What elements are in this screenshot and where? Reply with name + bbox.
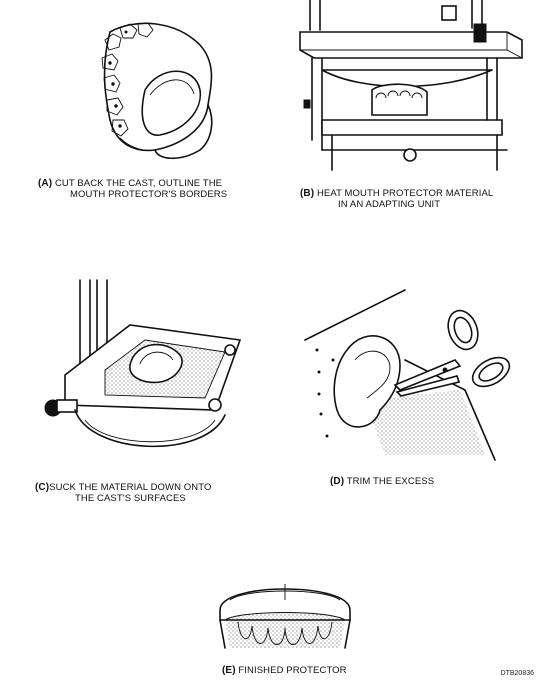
caption-b-line1: HEAT MOUTH PROTECTOR MATERIAL <box>316 188 494 199</box>
caption-a-line1: CUT BACK THE CAST, OUTLINE THE <box>54 178 223 189</box>
caption-a-line2: MOUTH PROTECTOR'S BORDERS <box>70 189 228 200</box>
caption-c-line1: SUCK THE MATERIAL DOWN ONTO <box>49 482 212 493</box>
panel-b: (B) HEAT MOUTH PROTECTOR MATERIAL IN AN … <box>292 0 532 225</box>
caption-d: (D) TRIM THE EXCESS <box>330 476 434 487</box>
vacuum-former-illustration <box>44 279 242 448</box>
panel-e: (E) FINISHED PROTECTOR <box>200 570 370 680</box>
finished-protector-illustration <box>219 584 351 649</box>
trimming-illustration <box>304 289 511 461</box>
caption-d-line1: TRIM THE EXCESS <box>346 476 435 487</box>
caption-a: (A) CUT BACK THE CAST, OUTLINE THE MOUTH… <box>38 178 227 200</box>
caption-d-letter: (D) <box>330 476 345 487</box>
caption-b-line2: IN AN ADAPTING UNIT <box>338 199 441 210</box>
panel-d: (D) TRIM THE EXCESS <box>304 289 530 500</box>
adapting-unit-illustration <box>299 0 523 171</box>
caption-b: (B) HEAT MOUTH PROTECTOR MATERIAL IN AN … <box>300 188 493 210</box>
caption-c-letter: (C) <box>35 482 50 493</box>
caption-c: (C)SUCK THE MATERIAL DOWN ONTO THE CAST'… <box>35 482 211 504</box>
panel-a: (A) CUT BACK THE CAST, OUTLINE THE MOUTH… <box>38 10 270 200</box>
caption-b-letter: (B) <box>300 188 315 199</box>
caption-a-letter: (A) <box>38 178 53 189</box>
caption-e-line1: FINISHED PROTECTOR <box>238 665 347 676</box>
caption-e: (E) FINISHED PROTECTOR <box>222 665 347 676</box>
caption-c-line2: THE CAST'S SURFACES <box>75 493 186 504</box>
caption-e-letter: (E) <box>222 665 236 676</box>
dental-cast-illustration <box>101 22 213 160</box>
panel-c: (C)SUCK THE MATERIAL DOWN ONTO THE CAST'… <box>35 279 265 510</box>
figure-code: DTB20836 <box>500 670 534 677</box>
